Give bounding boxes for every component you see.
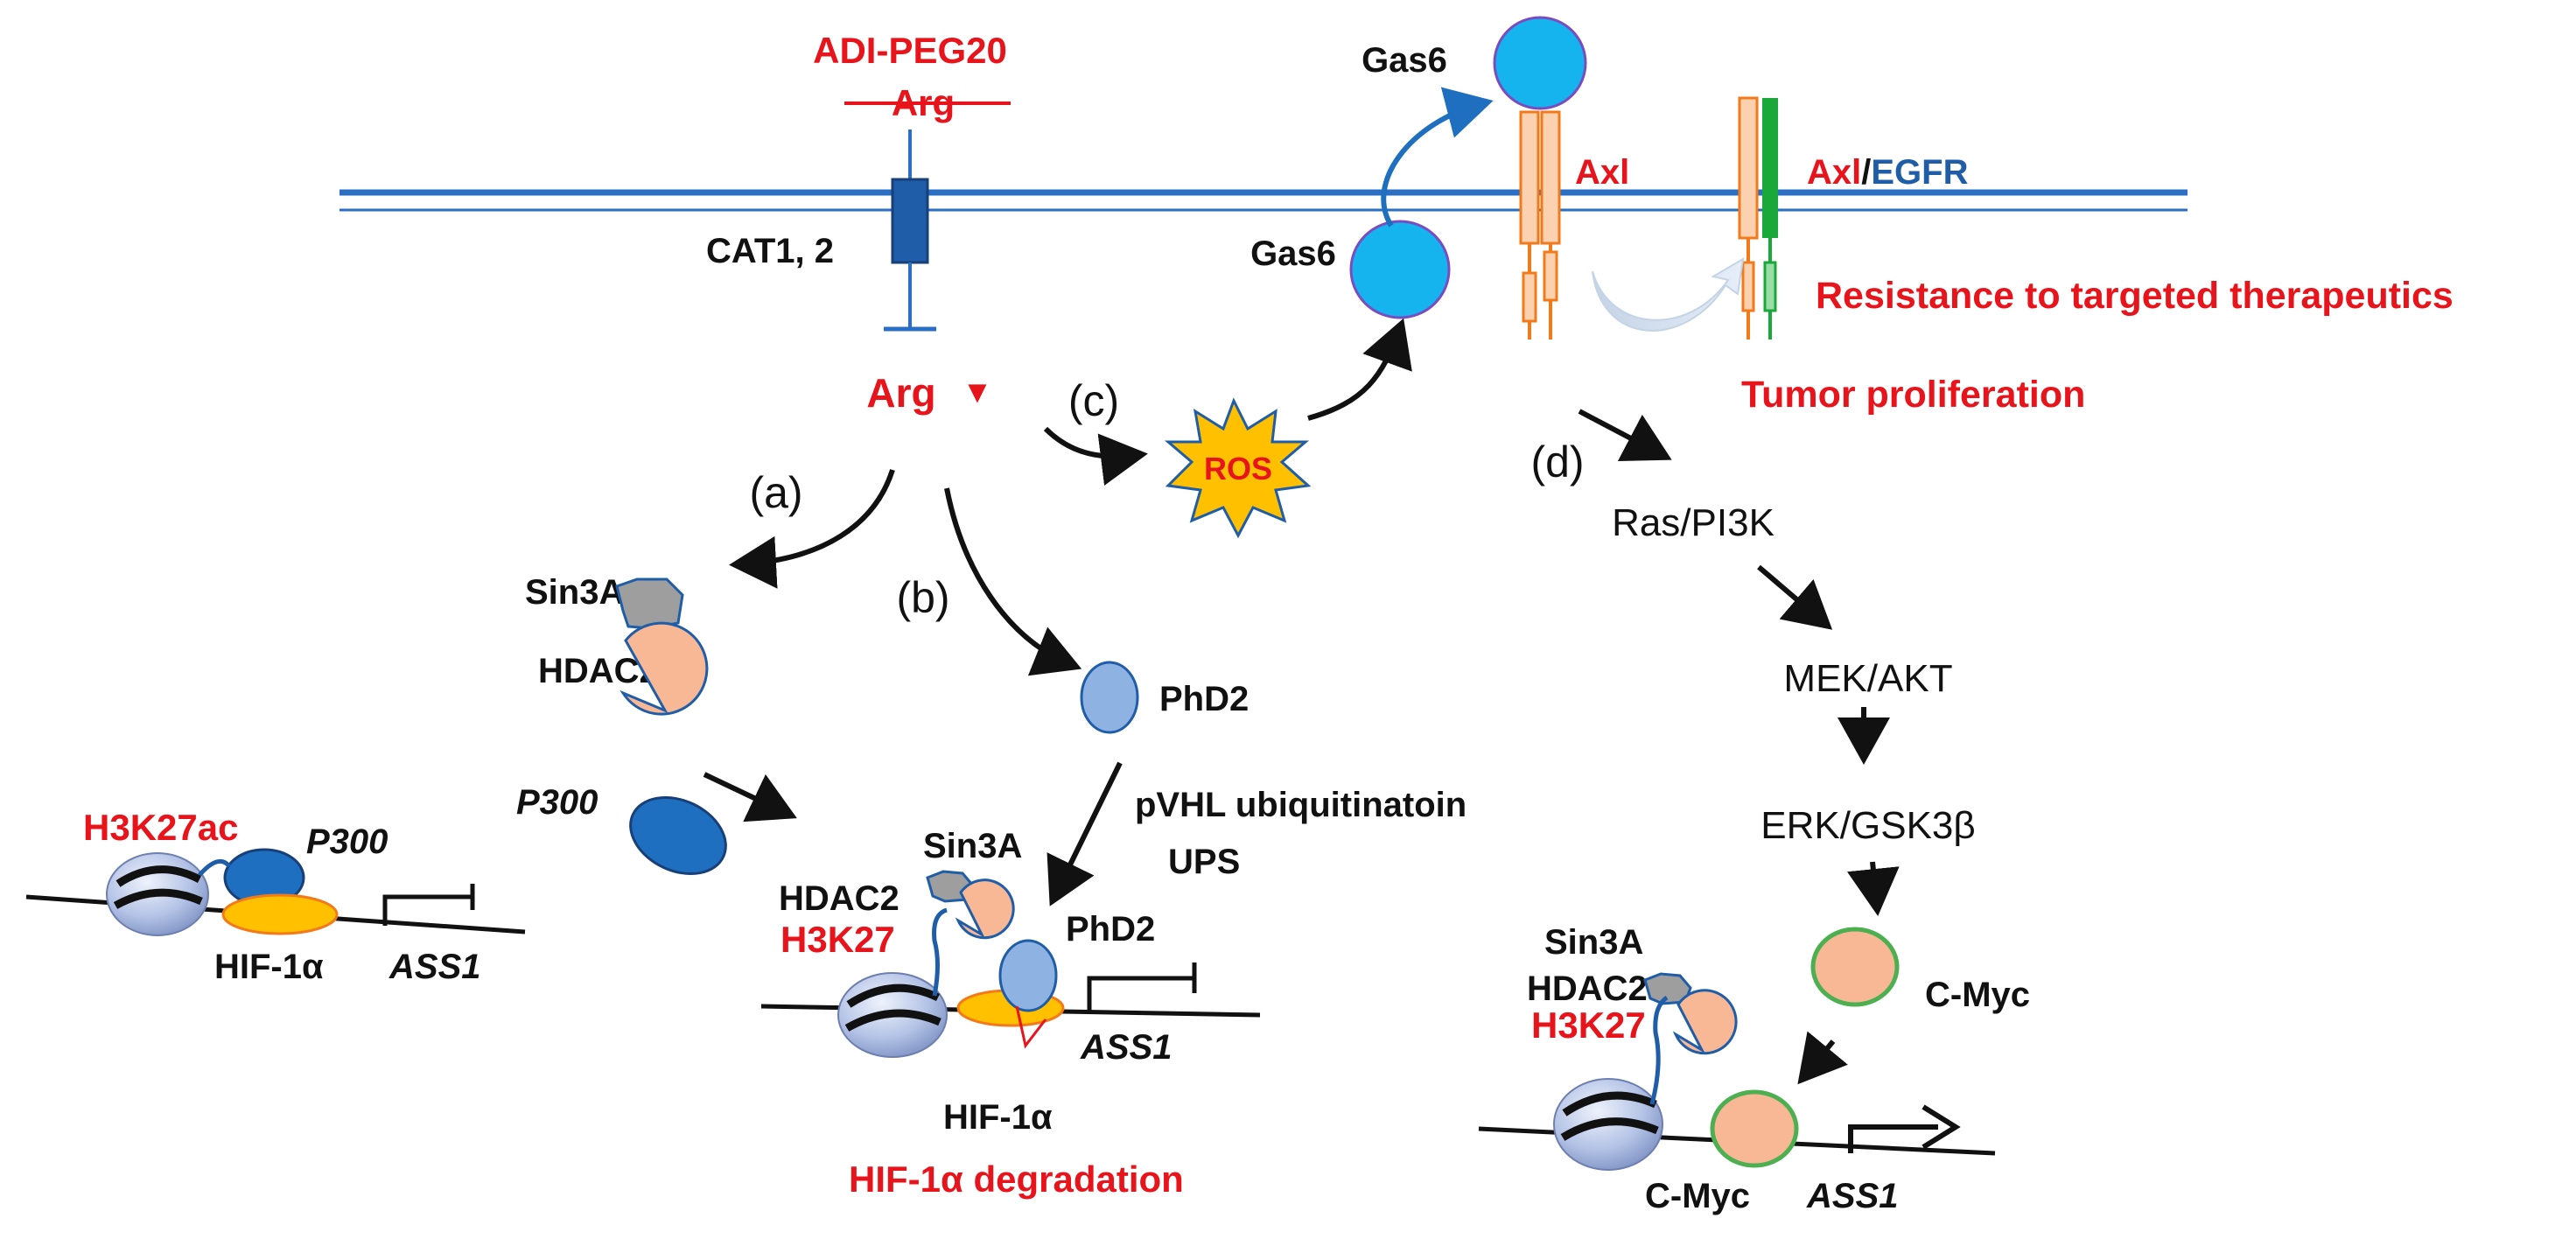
h3k27ac-label: H3K27ac bbox=[83, 807, 238, 848]
cell-membrane bbox=[340, 189, 2188, 212]
promoter-arrow-1 bbox=[382, 884, 475, 926]
hif1a-label-2: HIF-1α bbox=[943, 1098, 1053, 1137]
gas6-mid-label: Gas6 bbox=[1250, 234, 1336, 273]
cat-label: CAT1, 2 bbox=[706, 232, 834, 270]
heterodimer-transition-arrow bbox=[1592, 257, 1745, 332]
arrow-arg-to-ros bbox=[1043, 426, 1148, 486]
h3k27-tether-2 bbox=[1649, 995, 1669, 1105]
ups-label: UPS bbox=[1168, 843, 1240, 881]
arrow-arg-to-sin3a bbox=[729, 469, 895, 589]
gas6-ligand-free bbox=[1349, 220, 1451, 319]
axl-egfr-label: Axl/EGFR bbox=[1807, 153, 1969, 192]
ros-starburst-icon bbox=[1164, 397, 1312, 539]
nucleosome-dna-wrap-2 bbox=[844, 984, 942, 1032]
hdac2-icon-1 bbox=[620, 621, 709, 716]
cmyc-icon-2 bbox=[1710, 1089, 1799, 1168]
hdac2-icon-3 bbox=[1672, 989, 1738, 1055]
arrow-erk-to-cmyc bbox=[1846, 861, 1900, 916]
p300-icon-1 bbox=[629, 795, 727, 876]
arg-decrease-icon: ▼ bbox=[962, 374, 993, 410]
axl-label-1: Axl bbox=[1575, 153, 1629, 192]
p300-label-2: P300 bbox=[306, 822, 388, 861]
gas6-binding-arrow bbox=[1381, 87, 1494, 228]
sin3a-label-1: Sin3A bbox=[525, 573, 624, 612]
path-a-label: (a) bbox=[749, 468, 802, 517]
hdac2-label-3: HDAC2 bbox=[1527, 970, 1648, 1008]
phd2-icon-1 bbox=[1080, 661, 1139, 734]
hif1a-cleavage-mark bbox=[1015, 1005, 1047, 1049]
phd2-label-2: PhD2 bbox=[1066, 910, 1155, 948]
hdac2-icon-2 bbox=[955, 878, 1015, 940]
arrow-ras-to-mek bbox=[1757, 564, 1833, 630]
nucleosome-dna-wrap-3 bbox=[1560, 1091, 1659, 1141]
h3k27-label-2: H3K27 bbox=[1531, 1004, 1646, 1046]
cmyc-label-2: C-Myc bbox=[1645, 1177, 1750, 1215]
promoter-arrow-2 bbox=[1087, 962, 1197, 1011]
arrow-p300-to-promoter bbox=[703, 772, 797, 822]
sin3a-label-3: Sin3A bbox=[1544, 923, 1643, 962]
promoter-arrowhead-3 bbox=[1922, 1104, 1961, 1150]
ros-label: ROS bbox=[1204, 451, 1272, 486]
tumor-proliferation-label: Tumor proliferation bbox=[1741, 374, 2085, 416]
arrow-arg-to-phd2 bbox=[944, 487, 1082, 676]
sin3a-icon-1 bbox=[615, 578, 684, 630]
phd2-label-1: PhD2 bbox=[1159, 680, 1249, 718]
nucleosome-dna-wrap-1 bbox=[113, 865, 203, 909]
axl-receptor bbox=[1519, 110, 1561, 340]
resistance-label: Resistance to targeted therapeutics bbox=[1816, 275, 2454, 317]
h3k27ac-tether bbox=[198, 858, 231, 877]
gas6-top-label: Gas6 bbox=[1362, 41, 1447, 80]
path-d-label: (d) bbox=[1530, 438, 1584, 486]
ass1-label-3: ASS1 bbox=[1806, 1177, 1899, 1215]
cat-transporter bbox=[884, 130, 936, 332]
adi-peg20-label: ADI-PEG20 bbox=[813, 30, 1007, 71]
path-c-label: (c) bbox=[1068, 376, 1119, 425]
hif1a-icon-1 bbox=[221, 893, 339, 935]
arrow-axl-to-ras bbox=[1578, 409, 1672, 461]
arrow-ros-to-gas6 bbox=[1307, 318, 1412, 421]
pvhl-label: pVHL ubiquitinatoin bbox=[1135, 786, 1466, 824]
p300-label-1: P300 bbox=[516, 783, 598, 822]
arrow-cmyc-to-promoter bbox=[1797, 1031, 1848, 1085]
erk-gsk3b-label: ERK/GSK3β bbox=[1760, 804, 1975, 847]
promoter-arrow-3 bbox=[1848, 1124, 1938, 1153]
h3k27-tether bbox=[932, 907, 948, 997]
sin3a-label-2: Sin3A bbox=[923, 827, 1022, 865]
gas6-ligand-bound bbox=[1493, 16, 1587, 110]
h3k27-label-1: H3K27 bbox=[780, 919, 895, 960]
hif1a-degradation-label: HIF-1α degradation bbox=[849, 1158, 1184, 1200]
hdac2-label-2: HDAC2 bbox=[779, 879, 900, 918]
axl-egfr-heterodimer bbox=[1738, 96, 1778, 340]
path-b-label: (b) bbox=[896, 573, 949, 622]
arrow-phd2-to-promoter bbox=[1046, 761, 1123, 906]
phd2-icon-2 bbox=[998, 939, 1058, 1012]
arg-intracellular-label: Arg bbox=[866, 370, 935, 416]
cmyc-icon-1 bbox=[1810, 927, 1900, 1007]
hif1a-label-1: HIF-1α bbox=[214, 948, 324, 986]
ras-pi3k-label: Ras/PI3K bbox=[1612, 501, 1774, 544]
ass1-label-1: ASS1 bbox=[388, 948, 481, 986]
mek-akt-label: MEK/AKT bbox=[1783, 657, 1952, 700]
ass1-label-2: ASS1 bbox=[1080, 1028, 1172, 1067]
cmyc-label-1: C-Myc bbox=[1925, 976, 2030, 1014]
